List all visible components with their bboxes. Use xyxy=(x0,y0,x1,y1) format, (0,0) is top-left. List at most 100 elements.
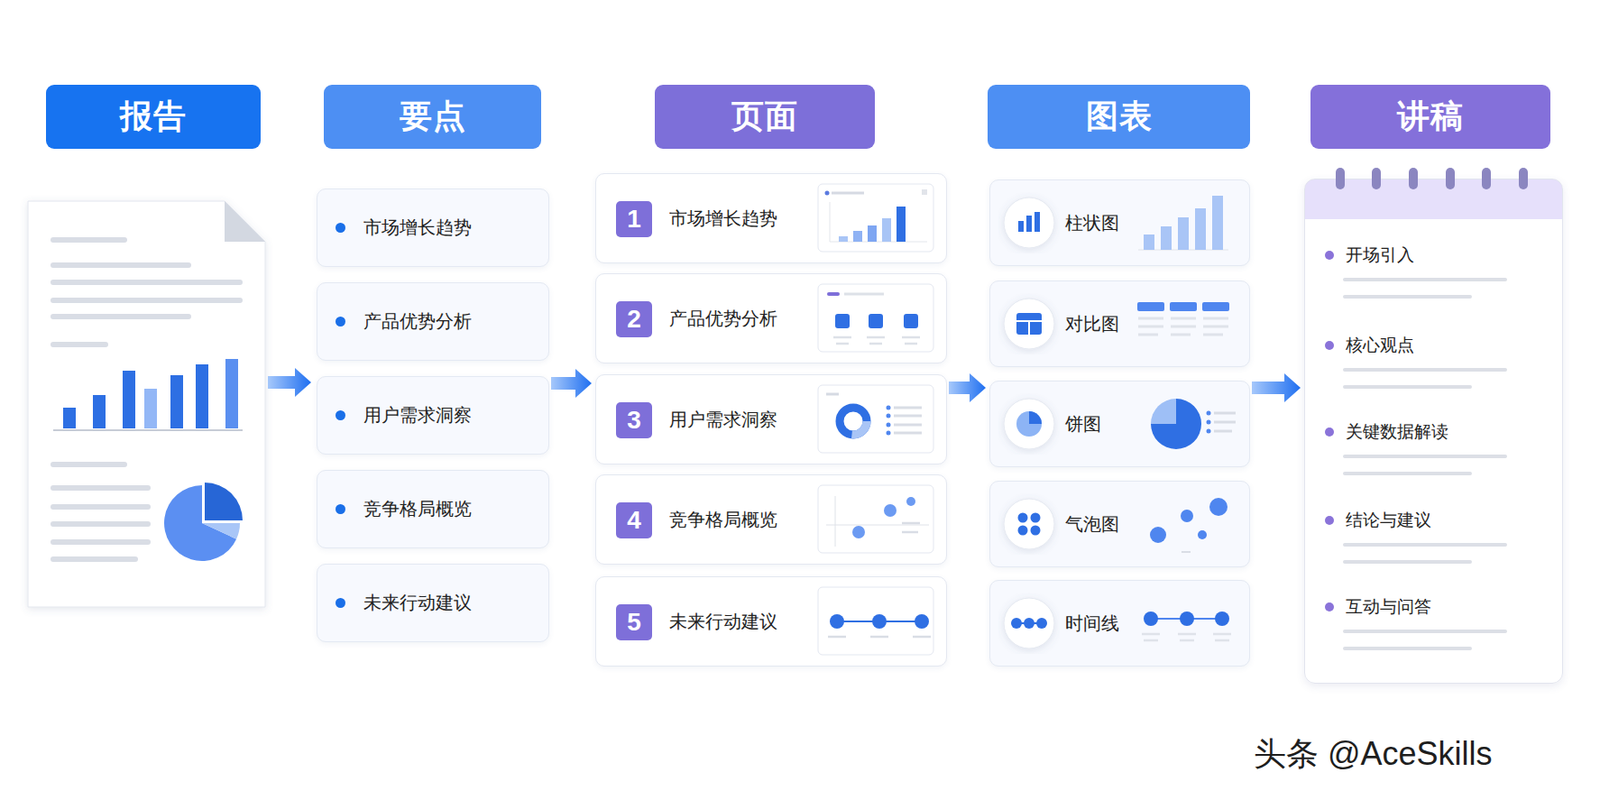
sample-bar xyxy=(1160,226,1172,250)
sample-milestone xyxy=(1179,611,1195,626)
key-point-label: 用户需求洞察 xyxy=(363,403,472,428)
column-header: 报告 xyxy=(45,84,261,149)
page-thumbnail xyxy=(818,183,934,252)
thumbnail-dot xyxy=(886,431,892,436)
page-thumbnail xyxy=(818,587,934,655)
chart-type-box: 时间线 xyxy=(989,579,1251,667)
document-bar xyxy=(122,370,136,429)
key-point-box: 市场增长趋势 xyxy=(316,188,550,267)
sample-dot xyxy=(1206,411,1212,416)
document-fold xyxy=(224,201,266,242)
page-title: 竞争格局概览 xyxy=(669,507,778,533)
chart-type-box: 对比图 xyxy=(989,280,1251,368)
chart-type-label: 时间线 xyxy=(1065,611,1120,636)
page-thumbnail xyxy=(818,284,934,352)
document-pie-slice xyxy=(204,482,243,521)
header-label: 要点 xyxy=(399,94,467,139)
speech-notebook: 开场引入核心观点关键数据解读结论与建议互动与问答 xyxy=(1304,178,1564,684)
bar-icon xyxy=(1026,215,1032,232)
document-bar xyxy=(92,395,106,429)
notebook-ring xyxy=(1335,167,1345,190)
icon-circle xyxy=(1003,197,1055,249)
key-point-label: 产品优势分析 xyxy=(363,309,472,334)
sample-milestone xyxy=(1214,611,1230,626)
sample-bar xyxy=(1143,234,1155,250)
page-number-badge: 2 xyxy=(616,301,653,338)
thumbnail-bubble xyxy=(852,525,865,539)
thumbnail-donut xyxy=(839,407,867,435)
thumbnail-bar xyxy=(838,236,848,242)
key-point-box: 产品优势分析 xyxy=(316,282,550,361)
page-box: 用户需求洞察 3 xyxy=(595,374,948,465)
thumbnail-bar xyxy=(867,225,877,242)
page-box: 未来行动建议5 xyxy=(595,576,948,667)
thumbnail-line xyxy=(826,393,839,396)
sample-bar xyxy=(1212,195,1223,250)
bubble-icon xyxy=(1030,525,1041,536)
chart-type-box: 饼图 xyxy=(989,380,1251,468)
bubble-icon xyxy=(1030,513,1041,524)
icon-circle xyxy=(1003,498,1055,550)
column-header: 要点 xyxy=(323,84,542,149)
thumbnail-line xyxy=(831,192,865,195)
page-number: 5 xyxy=(626,607,642,637)
pie-icon xyxy=(1016,411,1042,437)
page-title: 用户需求洞察 xyxy=(669,407,778,433)
document-bar xyxy=(195,364,209,429)
document-bar xyxy=(170,375,184,429)
notebook-ring xyxy=(1445,167,1455,190)
flow-arrow xyxy=(267,367,312,397)
thumbnail-milestone xyxy=(829,614,845,629)
column-header: 讲稿 xyxy=(1310,84,1551,149)
thumbnail-dot xyxy=(886,413,892,419)
thumbnail-line xyxy=(901,523,920,533)
header-label: 图表 xyxy=(1085,94,1153,139)
thumbnail-line xyxy=(833,337,920,344)
bar-icon xyxy=(1018,220,1024,232)
icon-circle xyxy=(1003,398,1055,450)
sample-line xyxy=(1141,634,1232,641)
page-number: 4 xyxy=(626,505,642,535)
thumbnail-icon xyxy=(835,313,850,329)
page-thumbnail xyxy=(818,485,934,553)
page-number: 3 xyxy=(626,405,642,435)
page-box: 竞争格局概览 4 xyxy=(595,474,948,565)
flow-arrow xyxy=(1251,373,1301,403)
pie-icon-slice xyxy=(1029,411,1042,424)
key-point-box: 竞争格局概览 xyxy=(316,469,550,549)
notebook-ring xyxy=(1408,167,1418,190)
chart-type-label: 对比图 xyxy=(1065,312,1120,337)
document-bar xyxy=(225,358,239,429)
page-number-badge: 4 xyxy=(616,502,653,539)
bubble-icon xyxy=(1018,525,1029,536)
script-item: 关键数据解读 xyxy=(1345,421,1449,443)
thumbnail-axis xyxy=(829,202,928,242)
sample-timeline xyxy=(1150,617,1223,620)
bubble-icon xyxy=(1018,513,1029,524)
sample-bubble xyxy=(1209,497,1228,516)
header-label: 页面 xyxy=(731,94,799,139)
sample-bubble xyxy=(1197,530,1207,540)
page-title: 市场增长趋势 xyxy=(669,206,778,231)
sample-axis xyxy=(1181,551,1191,553)
sample-bubble xyxy=(1180,509,1194,523)
thumbnail-icon xyxy=(921,189,928,195)
thumbnail-icon xyxy=(903,313,919,329)
sample-dot xyxy=(1206,429,1212,434)
sample-pie-slice xyxy=(1150,398,1202,450)
thumbnail-heading xyxy=(827,292,840,296)
key-point-label: 未来行动建议 xyxy=(363,590,472,616)
chart-type-box: 柱状图 xyxy=(989,179,1251,267)
thumbnail-bar xyxy=(853,230,863,242)
thumbnail-line xyxy=(893,407,922,433)
sample-header xyxy=(1202,302,1230,312)
document-pie-slice xyxy=(164,485,237,561)
thumbnail-milestone xyxy=(872,614,887,629)
sample-bar xyxy=(1177,217,1189,250)
page-number: 2 xyxy=(626,304,642,334)
sample-pie-slice xyxy=(1150,398,1177,424)
flow-arrow xyxy=(948,373,986,403)
thumbnail-timeline xyxy=(836,620,922,623)
document-bar xyxy=(144,388,157,429)
